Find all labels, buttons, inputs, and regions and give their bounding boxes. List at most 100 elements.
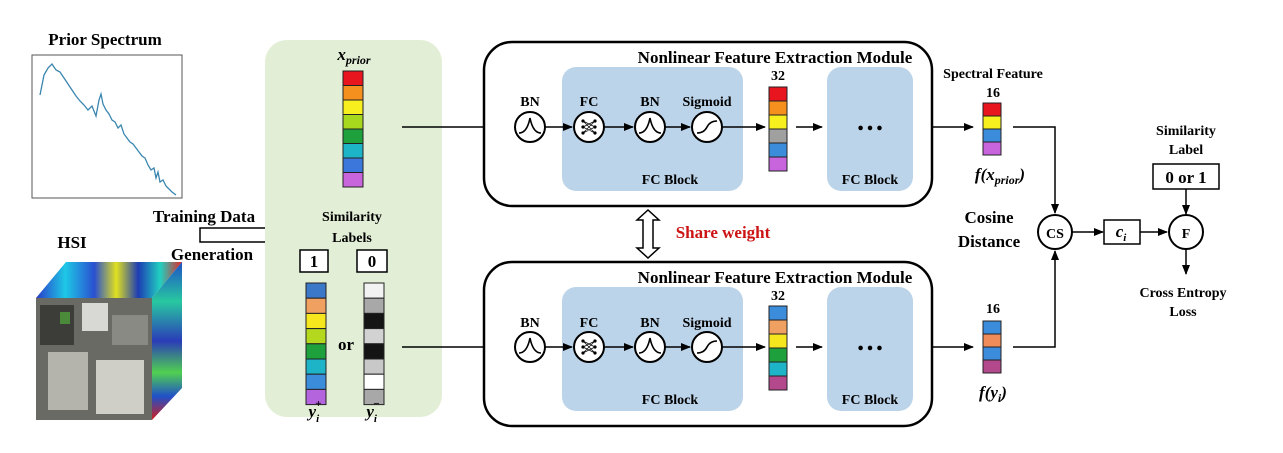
x-prior-bar-cell-8: [342, 172, 364, 188]
bottom-module: Nonlinear Feature Extraction Module BN F…: [482, 260, 934, 428]
bottom-spectral-feature-bar: [982, 320, 1002, 374]
top-spectral-feature-bar-cell-4: [982, 141, 1002, 156]
negative-sample-bar-cell-5: [363, 343, 385, 360]
top-feature-bar-cell-2: [768, 100, 788, 116]
spectral-feature-dim-bottom: 16: [986, 302, 1000, 317]
hsi-cube: HSI: [36, 233, 182, 420]
top-ellipsis: …: [856, 106, 884, 137]
prior-spectrum-title: Prior Spectrum: [48, 30, 161, 49]
training-line1: Training Data: [153, 207, 256, 226]
top-bn2-label: BN: [640, 95, 659, 110]
bottom-spectral-feature-bar-cell-2: [982, 333, 1002, 348]
top-fc-label: FC: [580, 95, 599, 110]
label-pos-text: 1: [310, 252, 319, 271]
top-bn-node: [514, 111, 546, 143]
top-spectral-feature-bar-cell-3: [982, 128, 1002, 143]
hsi-roof-1: [40, 305, 74, 345]
top-spectral-feature-bar: [982, 102, 1002, 156]
bottom-bn-label: BN: [520, 316, 539, 331]
top-bn2-node: [634, 111, 666, 143]
positive-sample-bar-cell-3: [305, 312, 327, 330]
bottom-spectral-feature-bar-cell-4: [982, 359, 1002, 374]
hsi-top-face: [36, 262, 182, 298]
bottom-fc-node: [573, 331, 605, 363]
hsi-side-face: [152, 262, 182, 420]
arrow-bottom-feature-to-cs: [1013, 250, 1059, 348]
positive-sample-bar: [305, 282, 327, 406]
top-module-title: Nonlinear Feature Extraction Module: [638, 48, 913, 67]
top-feature-bar-cell-4: [768, 128, 788, 144]
negative-sample-bar-cell-6: [363, 358, 385, 375]
positive-sample-bar-cell-7: [305, 373, 327, 390]
negative-sample-label: yi−: [364, 398, 379, 425]
bottom-sigmoid-node: [691, 331, 723, 363]
or-text: or: [338, 335, 355, 354]
spectral-feature-title: Spectral Feature: [943, 67, 1043, 82]
top-fc-block-2: [827, 67, 913, 191]
bottom-spectral-feature-bar-cell-1: [982, 320, 1002, 335]
positive-sample-bar-cell-5: [305, 343, 327, 360]
top-sigmoid-label: Sigmoid: [682, 95, 731, 110]
prior-spectrum: Prior Spectrum: [31, 30, 183, 199]
share-weight-text: Share weight: [676, 223, 771, 242]
bottom-feature-bar-cell-3: [768, 333, 788, 349]
cosine-line1: Cosine: [964, 208, 1014, 227]
positive-sample-bar-cell-1: [305, 282, 327, 299]
x-prior-bar-cell-2: [342, 85, 364, 101]
bottom-feature-bar-cell-5: [768, 361, 788, 377]
loss-line1: Cross Entropy: [1139, 286, 1226, 301]
f-prior-label: f(xprior): [975, 165, 1025, 187]
cosine-line2: Distance: [958, 232, 1021, 251]
bottom-sigmoid-label: Sigmoid: [682, 316, 731, 331]
bottom-module-title: Nonlinear Feature Extraction Module: [638, 268, 913, 287]
label-neg-box: [356, 249, 388, 273]
negative-sample-bar: [363, 282, 385, 406]
top-fc-node: [573, 111, 605, 143]
similarity-label-box: [1152, 163, 1220, 190]
similarity-label-line2: Label: [1169, 143, 1203, 158]
bottom-ellipsis: …: [856, 326, 884, 357]
positive-sample-bar-cell-4: [305, 328, 327, 345]
training-line2: Generation: [171, 245, 254, 264]
hsi-tree: [60, 312, 70, 324]
share-weight: Share weight: [635, 208, 771, 260]
x-prior-bar-cell-1: [342, 70, 364, 86]
positive-sample-label: yi+: [307, 398, 322, 425]
hsi-roof-2: [82, 303, 108, 331]
bottom-fc-block-2-label: FC Block: [842, 393, 899, 408]
bottom-bn2-label: BN: [640, 316, 659, 331]
similarity-labels-line1: Similarity: [322, 210, 382, 225]
negative-sample-bar-cell-8: [363, 388, 385, 406]
bottom-spectral-feature-bar-cell-3: [982, 346, 1002, 361]
bottom-feature-bar-cell-6: [768, 375, 788, 391]
negative-sample-bar-cell-4: [363, 328, 385, 345]
x-prior-bar-cell-6: [342, 143, 364, 159]
top-feature-bar-cell-3: [768, 114, 788, 130]
hsi-roof-3: [112, 315, 148, 345]
loss-line2: Loss: [1169, 305, 1197, 320]
x-prior-bar-cell-5: [342, 128, 364, 144]
hsi-roof-5: [96, 360, 144, 414]
hsi-label: HSI: [57, 233, 87, 252]
top-bn-label: BN: [520, 95, 539, 110]
bottom-feature-bar-cell-2: [768, 319, 788, 335]
similarity-label-line1: Similarity: [1156, 124, 1216, 139]
f-node-label: F: [1182, 227, 1191, 242]
top-module: Nonlinear Feature Extraction Module BN F…: [482, 40, 934, 208]
x-prior-bar: [342, 70, 364, 188]
top-dim-label: 32: [771, 69, 785, 84]
spectral-feature-dim-top: 16: [986, 86, 1000, 101]
bottom-feature-bar: [768, 305, 788, 391]
similarity-output: Cosine Distance CS ci Similarity Label 0…: [958, 124, 1227, 320]
bottom-fc-label: FC: [580, 316, 599, 331]
ci-label: ci: [1116, 222, 1128, 244]
top-feature-bar-cell-1: [768, 86, 788, 102]
spectral-features: Spectral Feature 16 16 f(xprior) f(yi): [932, 67, 1059, 405]
negative-sample-bar-cell-2: [363, 297, 385, 314]
bottom-bn2-node: [634, 331, 666, 363]
prior-spectrum-curve: [39, 62, 177, 196]
arrow-top-feature-to-cs: [1013, 126, 1059, 214]
f-y-label: f(yi): [979, 383, 1007, 405]
x-prior-bar-cell-3: [342, 99, 364, 115]
